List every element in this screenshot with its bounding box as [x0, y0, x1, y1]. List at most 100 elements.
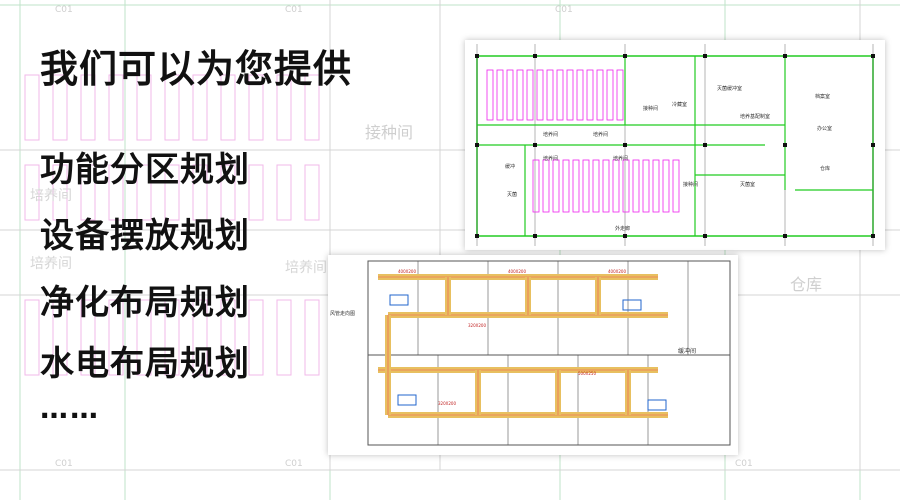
plan-column [623, 54, 627, 58]
bg-rack [24, 74, 40, 141]
bg-rack [276, 299, 292, 376]
plan-label: 办公室 [817, 125, 832, 132]
plan-rack [602, 159, 610, 213]
plan-rack [576, 69, 584, 121]
plan-rack [516, 69, 524, 121]
plan-rack [542, 159, 550, 213]
bg-axis-label: C01 [285, 459, 303, 469]
plan-rack [622, 159, 630, 213]
plan-rack [552, 159, 560, 213]
ductwork-drawing: 风管走向图 缓冲间 400X200 400X200 400X200 320X20… [328, 255, 738, 455]
plan-label: 缓冲 [505, 163, 515, 170]
plan-column [871, 54, 875, 58]
service-item-utilities-layout: 水电布局规划 [40, 344, 250, 384]
bg-rack [192, 299, 208, 376]
plan-label: 档案室 [815, 93, 830, 100]
plan-column [871, 234, 875, 238]
plan-rack [632, 159, 640, 213]
bg-rack [108, 164, 124, 221]
plan-label: 灭菌缓冲室 [717, 85, 742, 92]
plan-label: 培养基配制室 [740, 113, 770, 120]
plan-label: 冷藏室 [672, 101, 687, 108]
plan-rack [586, 69, 594, 121]
bg-rack [248, 74, 264, 141]
plan-column [703, 234, 707, 238]
plan-label: 灭菌 [507, 191, 517, 198]
bg-rack [164, 164, 180, 221]
duct-size-label: 400X200 [398, 269, 416, 274]
plan-column [783, 54, 787, 58]
floor-plan-svg: 培养间 培养间 接种间 冷藏室 灭菌缓冲室 培养基配制室 档案室 办公室 仓库 … [475, 44, 875, 246]
duct-side-label: 风管走向图 [330, 310, 355, 317]
plan-rack [566, 69, 574, 121]
bg-rack [80, 74, 96, 141]
duct-air-handling-unit [389, 294, 409, 306]
plan-label: 接种间 [683, 181, 698, 188]
bg-rack [220, 299, 236, 376]
plan-label: 外走廊 [615, 225, 630, 232]
plan-rack [612, 159, 620, 213]
bg-rack [52, 299, 68, 376]
plan-label: 培养间 [543, 131, 558, 138]
bg-rack [108, 299, 124, 376]
plan-label: 接种间 [643, 105, 658, 112]
plan-rack [496, 69, 504, 121]
duct-size-label: 500X250 [578, 371, 596, 376]
plan-label: 仓库 [820, 165, 830, 172]
plan-column [783, 143, 787, 147]
ellipsis: …… [40, 392, 100, 425]
plan-rack [652, 159, 660, 213]
bg-rack [108, 74, 124, 141]
duct-air-handling-unit [647, 399, 667, 411]
bg-axis-label: C01 [285, 5, 303, 15]
bg-rack [220, 74, 236, 141]
plan-rack [526, 69, 534, 121]
plan-label: 培养间 [543, 155, 558, 162]
duct-area-label: 缓冲间 [678, 347, 696, 355]
plan-column [475, 54, 479, 58]
plan-rack [506, 69, 514, 121]
plan-rack [536, 69, 544, 121]
bg-rack [304, 164, 320, 221]
duct-size-label: 400X200 [608, 269, 626, 274]
plan-rack [592, 159, 600, 213]
bg-rack [80, 164, 96, 221]
plan-rack [562, 159, 570, 213]
bg-axis-label: C01 [555, 5, 573, 15]
bg-rack [52, 164, 68, 221]
duct-size-label: 400X200 [508, 269, 526, 274]
duct-air-handling-unit [622, 299, 642, 311]
bg-rack [80, 299, 96, 376]
bg-rack [24, 299, 40, 376]
bg-rack [164, 74, 180, 141]
plan-column [533, 54, 537, 58]
bg-rack [136, 164, 152, 221]
plan-rack [642, 159, 650, 213]
bg-rack [276, 74, 292, 141]
service-item-functional-zoning: 功能分区规划 [40, 150, 250, 190]
headline: 我们可以为您提供 [40, 47, 353, 91]
bg-rack [24, 164, 40, 221]
background-racks [24, 74, 320, 376]
bg-label-room: 培养间 [30, 188, 72, 204]
bg-label-room: 仓库 [790, 275, 822, 294]
duct-size-label: 320X200 [438, 401, 456, 406]
plan-rack [486, 69, 494, 121]
bg-rack [304, 299, 320, 376]
duct-size-label: 320X200 [468, 323, 486, 328]
plan-rack [556, 69, 564, 121]
plan-rack [596, 69, 604, 121]
plan-column [475, 143, 479, 147]
plan-rack [572, 159, 580, 213]
bg-rack [220, 164, 236, 221]
plan-rack [582, 159, 590, 213]
plan-column [533, 143, 537, 147]
plan-rack [616, 69, 624, 121]
duct-outer-wall [367, 260, 731, 446]
bg-label-room: 培养间 [285, 260, 327, 276]
bg-axis-label: C01 [55, 5, 73, 15]
ductwork-svg: 风管走向图 缓冲间 400X200 400X200 400X200 320X20… [330, 260, 731, 446]
duct-units [389, 294, 667, 411]
plan-label: 培养间 [613, 155, 628, 162]
